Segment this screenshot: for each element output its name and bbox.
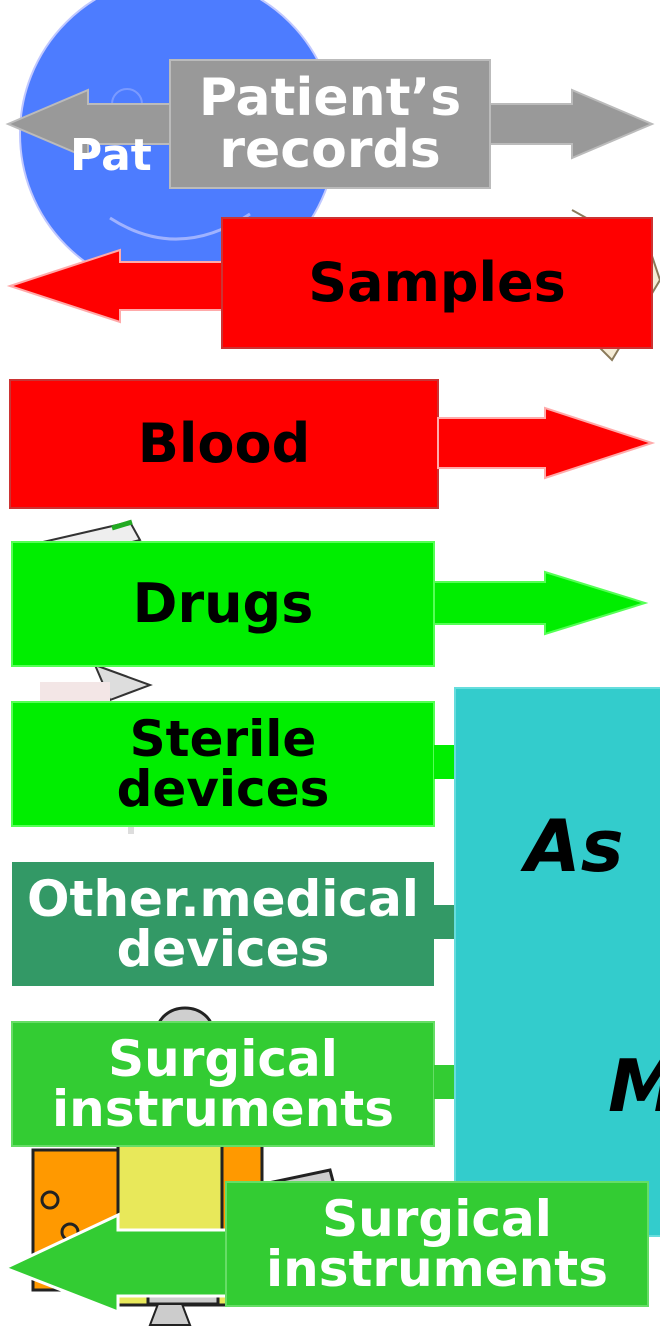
overlay-box — [455, 688, 660, 1236]
blood-text: Blood — [138, 417, 311, 471]
other-line1: Other.medical — [27, 874, 419, 924]
drugs-label: Drugs — [12, 542, 434, 666]
blood-label: Blood — [10, 380, 438, 508]
other-medical-devices-label: Other.medical devices — [12, 862, 434, 986]
overlay-box-text-1: As — [525, 810, 624, 882]
surgical2-line2: instruments — [266, 1244, 608, 1294]
samples-text: Samples — [308, 256, 566, 310]
records-line2: records — [219, 124, 440, 176]
sterile-line2: devices — [117, 764, 330, 814]
sterile-devices-label: Sterile devices — [12, 702, 434, 826]
surgical1-line1: Surgical — [108, 1034, 338, 1084]
samples-label: Samples — [222, 218, 652, 348]
records-label: Patient’s records — [170, 60, 490, 188]
records-line1: Patient’s — [199, 72, 461, 124]
other-line2: devices — [117, 924, 330, 974]
surgical-instruments-1-label: Surgical instruments — [12, 1022, 434, 1146]
overlay-box-text-2: M — [608, 1050, 660, 1122]
drugs-text: Drugs — [133, 577, 314, 631]
sterile-line1: Sterile — [130, 714, 317, 764]
surgical1-line2: instruments — [52, 1084, 394, 1134]
surgical2-line1: Surgical — [322, 1194, 552, 1244]
surgical-instruments-2-label: Surgical instruments — [226, 1182, 648, 1306]
patient-circle-label: Pat — [70, 134, 152, 178]
